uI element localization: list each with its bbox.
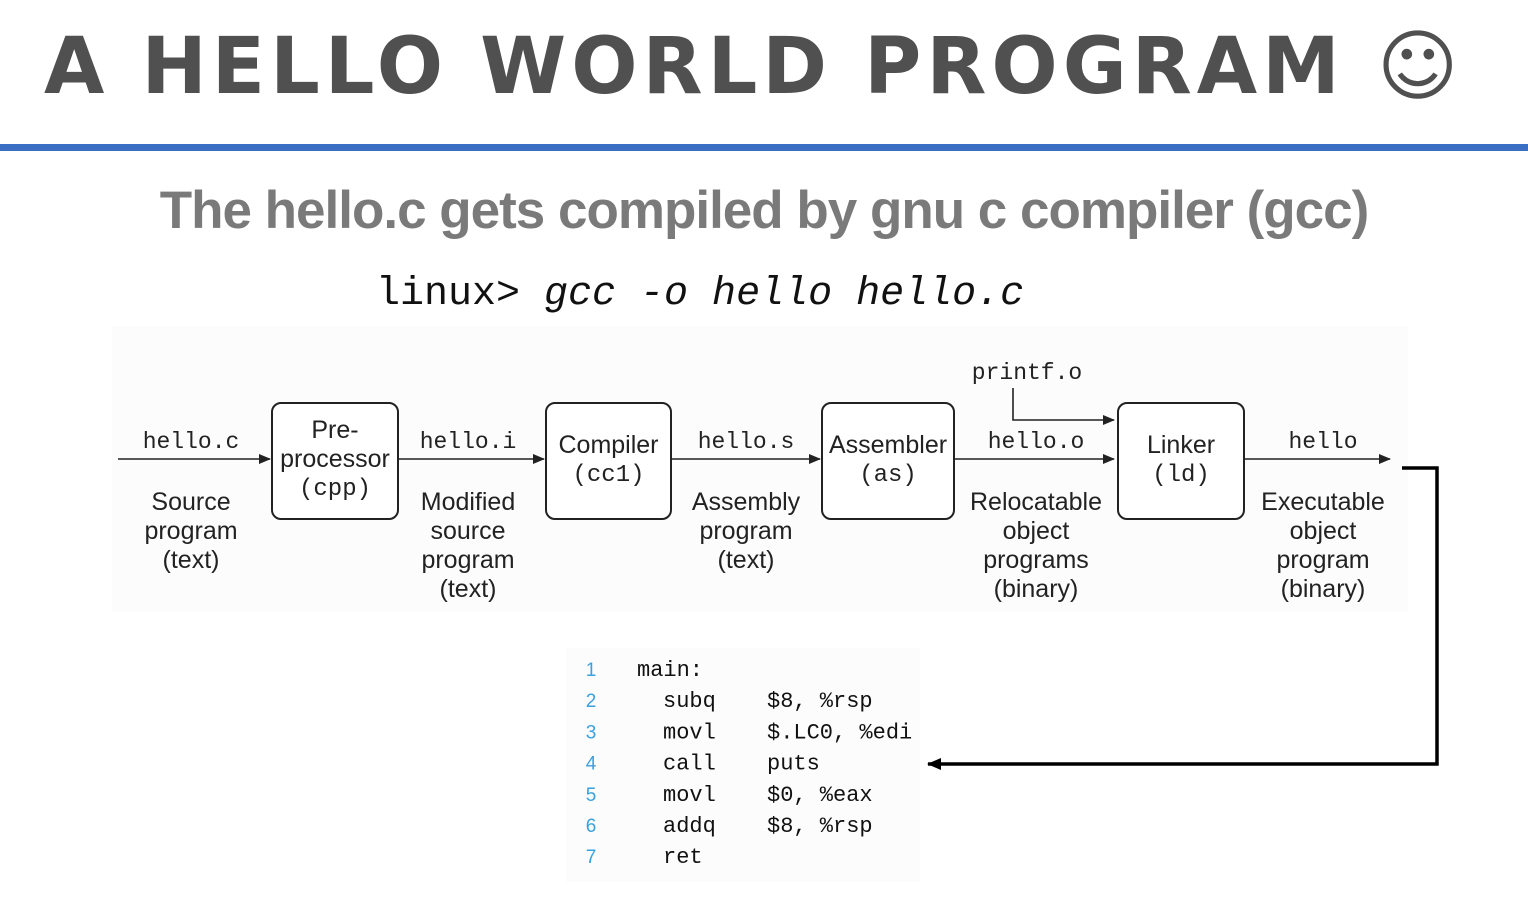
asm-instruction: movl xyxy=(663,783,716,808)
line-number: 2 xyxy=(586,691,597,712)
line-number: 5 xyxy=(586,785,597,806)
file-description: object xyxy=(1290,517,1357,545)
file-label-hello: hello xyxy=(1288,429,1357,455)
line-number: 7 xyxy=(586,847,597,868)
asm-instruction: movl xyxy=(663,720,716,745)
stage-tool-preprocessor: (cpp) xyxy=(299,476,371,503)
line-number: 3 xyxy=(586,722,597,743)
file-label-hello-o: hello.o xyxy=(988,429,1085,455)
file-description: Executable xyxy=(1261,488,1385,516)
file-description: (binary) xyxy=(1281,575,1366,603)
file-description: program xyxy=(1276,546,1369,574)
asm-operands: $8, %rsp xyxy=(767,689,873,714)
line-number: 4 xyxy=(586,754,597,775)
asm-operands: $.LC0, %edi xyxy=(767,720,912,745)
file-description: (text) xyxy=(718,546,775,574)
asm-operands: $8, %rsp xyxy=(767,814,873,839)
stage-name-preprocessor: Pre- xyxy=(311,416,358,444)
file-label-hello-c: hello.c xyxy=(143,429,240,455)
asm-instruction: ret xyxy=(663,845,703,870)
file-description: Source xyxy=(151,488,230,516)
stage-name-linker: Linker xyxy=(1147,431,1215,459)
file-description: (text) xyxy=(163,546,220,574)
stage-name-preprocessor: processor xyxy=(280,445,390,473)
file-description: (text) xyxy=(440,575,497,603)
slide-title: A HELLO WORLD PROGRAM ☺ xyxy=(44,22,1464,112)
file-description: object xyxy=(1003,517,1070,545)
command-args: gcc -o hello hello.c xyxy=(544,272,1025,317)
file-label-hello-s: hello.s xyxy=(698,429,795,455)
file-description: (binary) xyxy=(994,575,1079,603)
stage-tool-linker: (ld) xyxy=(1152,462,1210,489)
file-label-printf-o: printf.o xyxy=(972,360,1082,386)
stage-name-compiler: Compiler xyxy=(558,431,658,459)
stage-box-compiler xyxy=(545,402,672,520)
printf-arrow xyxy=(1012,388,1115,425)
file-description: program xyxy=(421,546,514,574)
file-description: source xyxy=(430,517,505,545)
file-description: Modified xyxy=(421,488,516,516)
stage-box-preprocessor xyxy=(271,402,399,520)
asm-instruction: addq xyxy=(663,814,716,839)
asm-instruction: subq xyxy=(663,689,716,714)
gcc-command: linux> gcc -o hello hello.c xyxy=(376,272,1024,317)
asm-operands: puts xyxy=(767,752,820,777)
executable-to-assembly-arrow xyxy=(927,466,1439,770)
stage-box-linker xyxy=(1117,402,1245,520)
asm-instruction: call xyxy=(663,752,716,777)
line-number: 1 xyxy=(586,660,597,681)
slide-subtitle: The hello.c gets compiled by gnu c compi… xyxy=(159,181,1370,240)
stage-box-assembler xyxy=(821,402,955,520)
shell-prompt: linux> xyxy=(376,272,545,317)
stage-tool-compiler: (cc1) xyxy=(572,462,644,489)
line-number: 6 xyxy=(586,816,597,837)
asm-operands: $0, %eax xyxy=(767,783,873,808)
file-description: Relocatable xyxy=(970,488,1102,516)
file-description: program xyxy=(144,517,237,545)
asm-label: main: xyxy=(637,658,703,683)
stage-tool-assembler: (as) xyxy=(859,462,917,489)
assembly-panel xyxy=(566,648,920,882)
title-divider xyxy=(0,144,1528,151)
file-description: programs xyxy=(983,546,1089,574)
stage-name-assembler: Assembler xyxy=(829,431,947,459)
file-description: Assembly xyxy=(692,488,801,516)
file-description: program xyxy=(699,517,792,545)
file-label-hello-i: hello.i xyxy=(420,429,517,455)
